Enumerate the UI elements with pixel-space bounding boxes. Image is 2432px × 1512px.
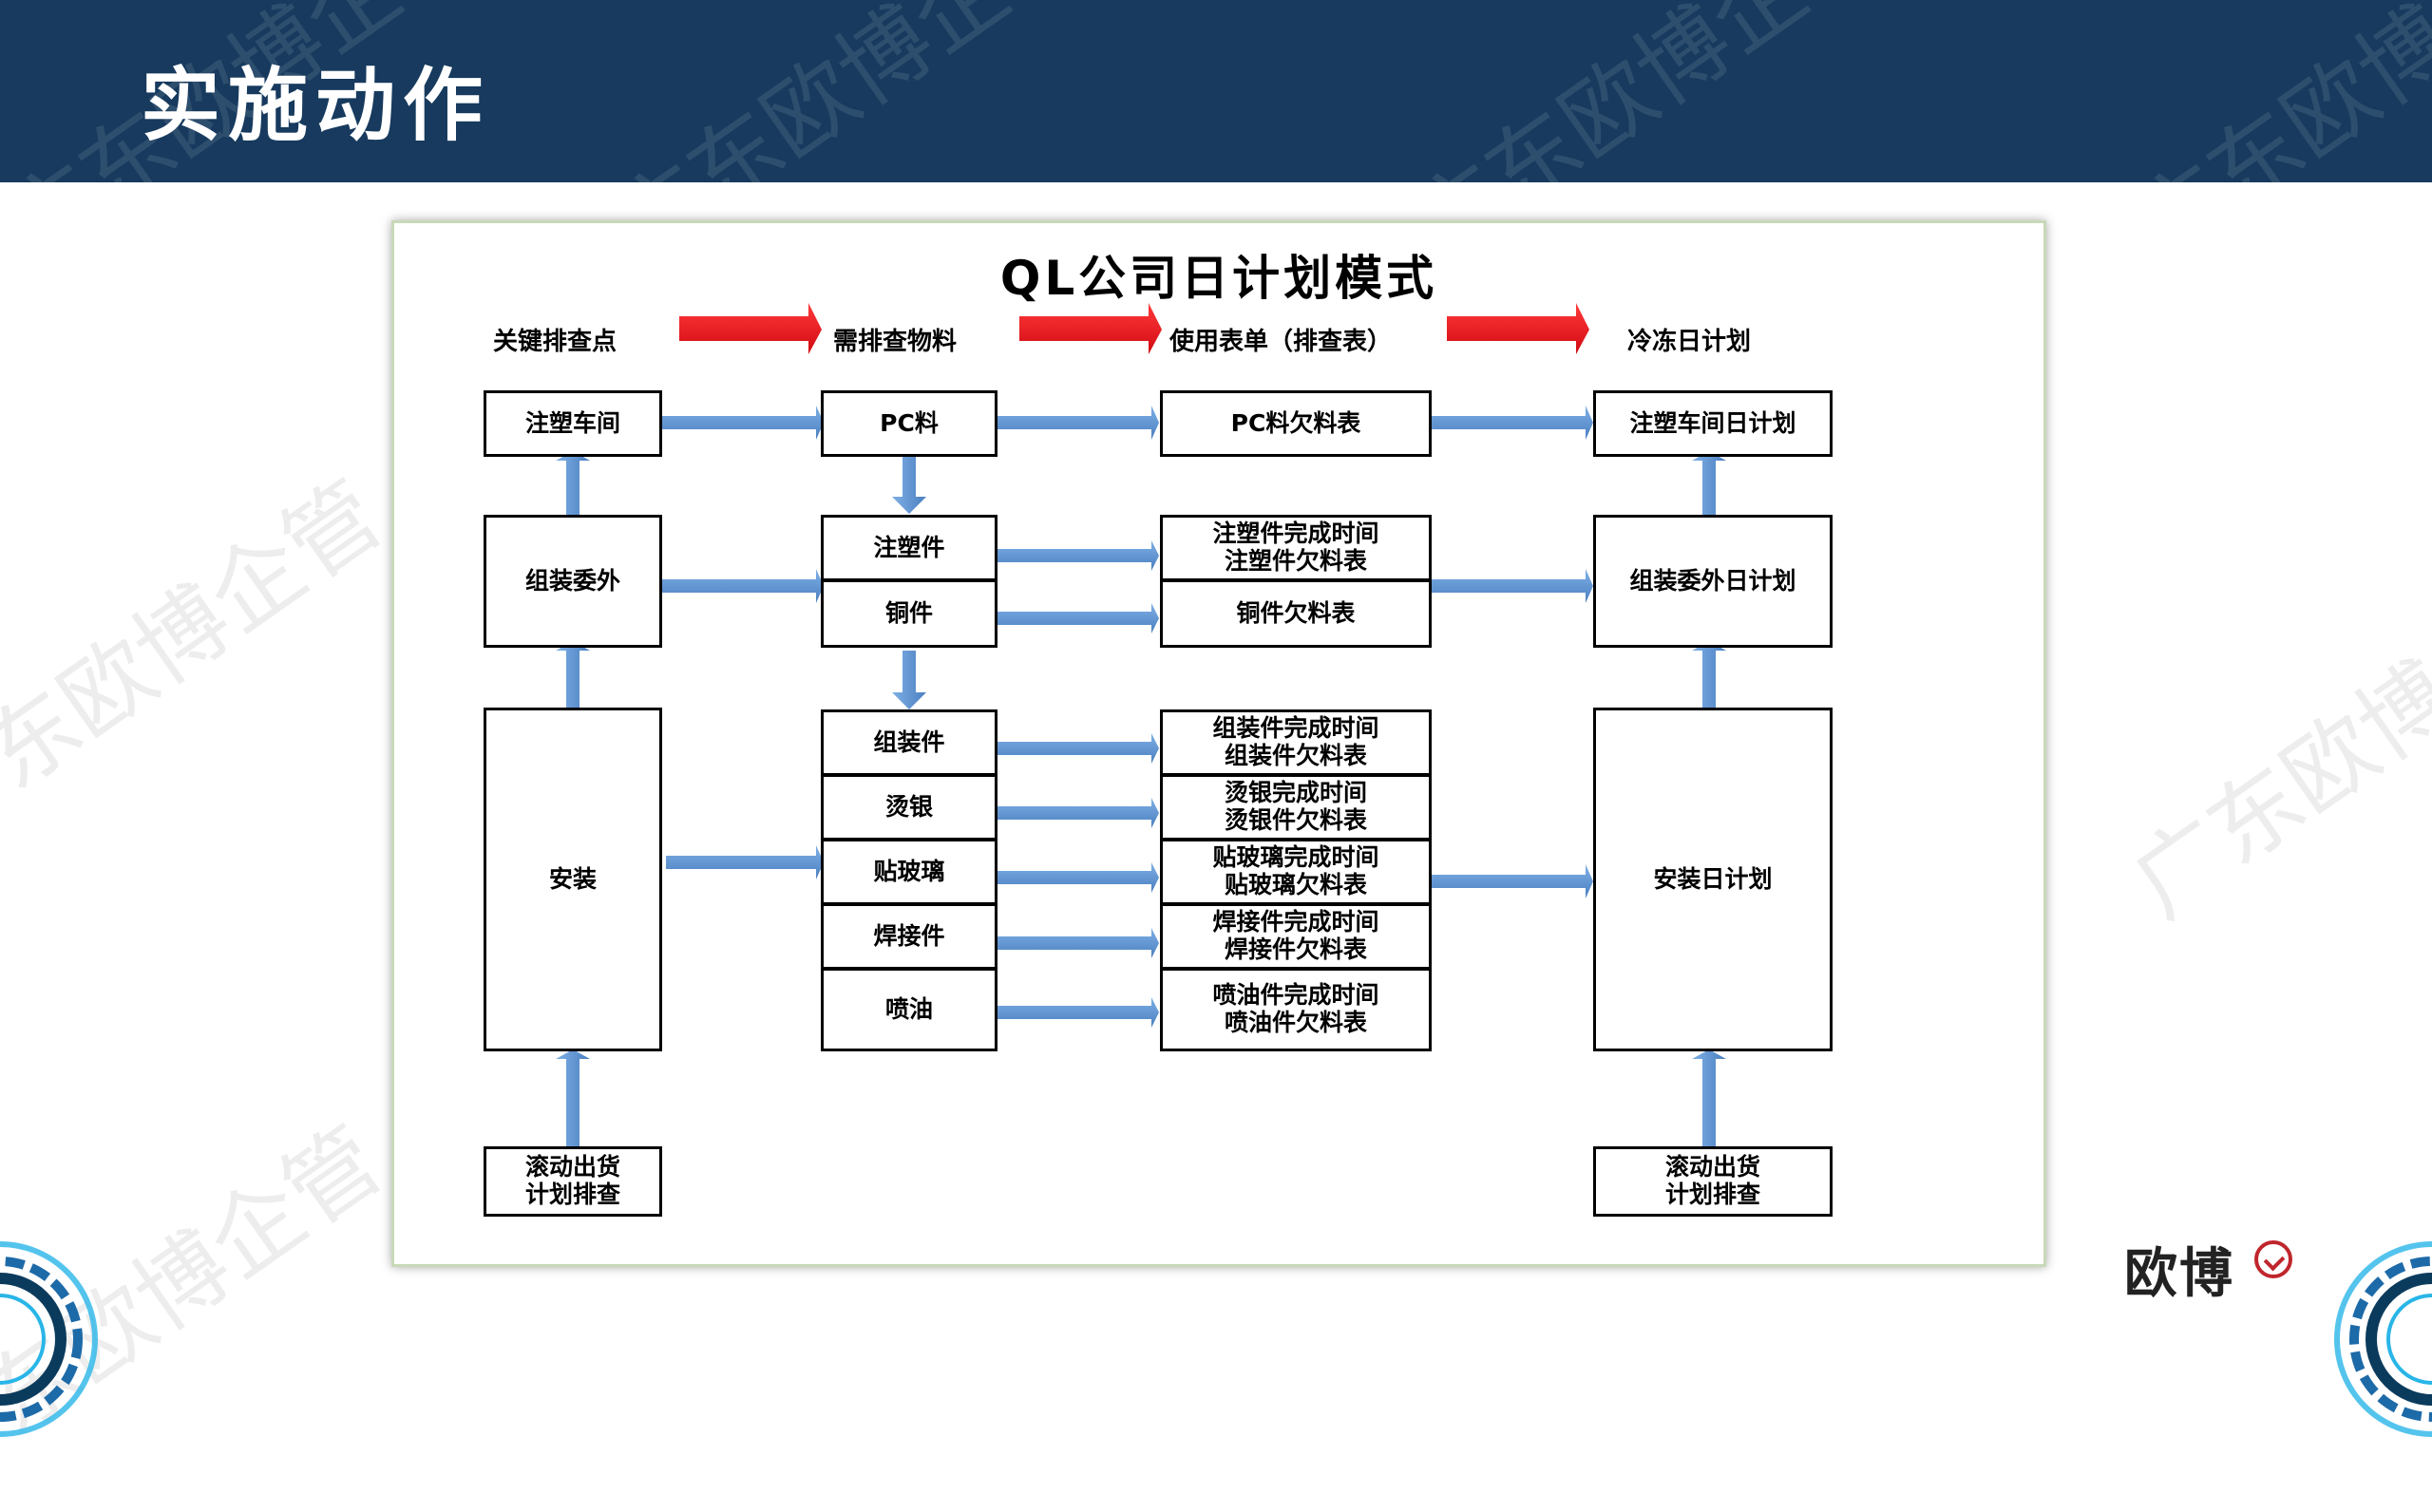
blue-arrow-up bbox=[1692, 1049, 1726, 1146]
watermark-text: 广东欧博企管 bbox=[0, 461, 400, 862]
box-injection-forms: 注塑件完成时间 注塑件欠料表 bbox=[1160, 515, 1432, 581]
blue-arrow bbox=[997, 733, 1159, 764]
blue-arrow bbox=[997, 798, 1159, 828]
box-weld-forms: 焊接件完成时间 焊接件欠料表 bbox=[1160, 903, 1432, 970]
blue-arrow bbox=[662, 569, 824, 603]
red-arrow bbox=[679, 303, 822, 354]
diagram-title: QL公司日计划模式 bbox=[999, 251, 1438, 306]
tech-ring-icon bbox=[2334, 1241, 2432, 1437]
blue-arrow bbox=[666, 845, 824, 879]
blue-arrow-up bbox=[556, 1049, 590, 1146]
box-installation: 安装 bbox=[484, 708, 662, 1051]
box-injection-plan: 注塑车间日计划 bbox=[1593, 390, 1833, 457]
diagram-frame: QL公司日计划模式 关键排查点 需排查物料 使用表单（排查表） 冷冻日计划 注塑… bbox=[391, 220, 2046, 1267]
box-injection-parts: 注塑件 bbox=[821, 515, 998, 581]
box-installation-plan: 安装日计划 bbox=[1593, 708, 1833, 1051]
blue-arrow bbox=[997, 928, 1159, 958]
column-header: 冷冻日计划 bbox=[1627, 328, 1752, 356]
box-glass-forms: 贴玻璃完成时间 贴玻璃欠料表 bbox=[1160, 839, 1432, 905]
box-rolling-shipment: 滚动出货 计划排查 bbox=[484, 1146, 662, 1217]
connector-layer bbox=[556, 303, 1726, 1146]
blue-arrow-up bbox=[1692, 641, 1726, 708]
blue-arrow bbox=[997, 540, 1159, 571]
header-bar bbox=[0, 0, 2432, 182]
blue-arrow bbox=[997, 862, 1159, 893]
page-title: 实施动作 bbox=[141, 59, 491, 152]
blue-arrow bbox=[997, 603, 1159, 633]
box-copper-parts: 铜件 bbox=[821, 579, 998, 648]
blue-arrow bbox=[1432, 406, 1593, 440]
box-pc-material: PC料 bbox=[821, 390, 998, 457]
blue-arrow-up bbox=[1692, 451, 1726, 515]
tech-ring-icon bbox=[0, 1241, 98, 1437]
blue-arrow-up bbox=[556, 451, 590, 515]
box-pc-shortage-form: PC料欠料表 bbox=[1160, 390, 1432, 457]
box-assembly-forms: 组装件完成时间 组装件欠料表 bbox=[1160, 709, 1432, 776]
box-assembly-parts: 组装件 bbox=[821, 709, 998, 776]
box-rolling-shipment-plan: 滚动出货 计划排查 bbox=[1593, 1146, 1833, 1217]
box-spray-oil: 喷油 bbox=[821, 968, 998, 1051]
blue-arrow bbox=[997, 406, 1159, 440]
box-silver-hot: 烫银 bbox=[821, 774, 998, 841]
seal-icon bbox=[2254, 1240, 2292, 1278]
box-weld-parts: 焊接件 bbox=[821, 903, 998, 970]
box-spray-forms: 喷油件完成时间 喷油件欠料表 bbox=[1160, 968, 1432, 1051]
blue-arrow-up bbox=[556, 641, 590, 708]
red-arrow bbox=[1447, 303, 1589, 354]
red-arrow bbox=[1019, 303, 1162, 354]
watermark-text: 广东欧博企管 bbox=[2113, 537, 2432, 938]
box-glass-paste: 贴玻璃 bbox=[821, 839, 998, 905]
blue-arrow bbox=[1432, 569, 1593, 603]
blue-arrow bbox=[662, 406, 824, 440]
column-header: 需排查物料 bbox=[833, 328, 958, 356]
box-assembly-outsource: 组装委外 bbox=[484, 515, 662, 648]
blue-arrow bbox=[1432, 864, 1593, 898]
box-copper-shortage-form: 铜件欠料表 bbox=[1160, 579, 1432, 648]
brand-logo: 欧博 bbox=[2124, 1242, 2234, 1305]
blue-arrow-down bbox=[892, 455, 926, 514]
blue-arrow bbox=[997, 997, 1159, 1028]
column-header: 使用表单（排查表） bbox=[1169, 328, 1393, 356]
column-header: 关键排查点 bbox=[493, 328, 618, 356]
box-injection-workshop: 注塑车间 bbox=[484, 390, 662, 457]
box-assembly-plan: 组装委外日计划 bbox=[1593, 515, 1833, 648]
box-silver-forms: 烫银完成时间 烫银件欠料表 bbox=[1160, 774, 1432, 841]
blue-arrow-down bbox=[892, 651, 926, 709]
